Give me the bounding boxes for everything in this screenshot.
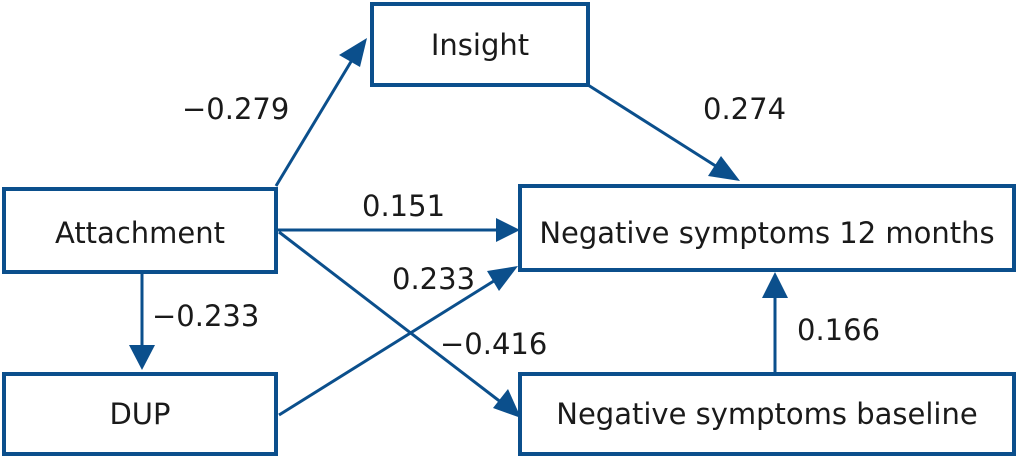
coef-attachment-insight: −0.279	[182, 92, 289, 126]
node-neg12	[518, 184, 1016, 272]
edge-attachment-insight	[274, 59, 354, 187]
node-label-negbase: Negative symptoms baseline	[556, 397, 977, 431]
edge-insight-neg12	[587, 83, 723, 172]
arrowhead-neg12-from-negbase	[762, 272, 788, 298]
arrowhead-dup	[129, 345, 155, 370]
coef-insight-neg12: 0.274	[703, 92, 786, 126]
node-dup	[2, 372, 278, 456]
node-label-dup: DUP	[109, 397, 170, 431]
node-insight	[370, 2, 590, 87]
arrowhead-neg12-from-attachment	[496, 218, 520, 242]
edge-labels: −0.279 0.274 0.151 0.233 −0.233 −0.416 0…	[152, 92, 880, 361]
node-label-attachment: Attachment	[55, 216, 225, 250]
arrowhead-neg12-from-insight	[708, 156, 740, 181]
node-attachment	[2, 187, 278, 274]
coef-dup-neg12: 0.233	[392, 262, 475, 296]
coef-attachment-neg12: 0.151	[362, 189, 445, 223]
arrowhead-neg12-from-dup	[487, 266, 518, 291]
node-label-neg12: Negative symptoms 12 months	[539, 216, 994, 250]
node-negbase	[518, 372, 1016, 456]
edge-attachment-negbase	[278, 230, 503, 405]
edge-dup-neg12	[278, 277, 498, 417]
coef-attachment-negbase: −0.416	[440, 327, 547, 361]
arrowhead-insight	[339, 38, 367, 67]
coef-attachment-dup: −0.233	[152, 299, 259, 333]
node-label-insight: Insight	[431, 28, 529, 62]
edges	[129, 38, 788, 418]
arrowhead-negbase	[493, 389, 521, 418]
coef-negbase-neg12: 0.166	[797, 313, 880, 347]
